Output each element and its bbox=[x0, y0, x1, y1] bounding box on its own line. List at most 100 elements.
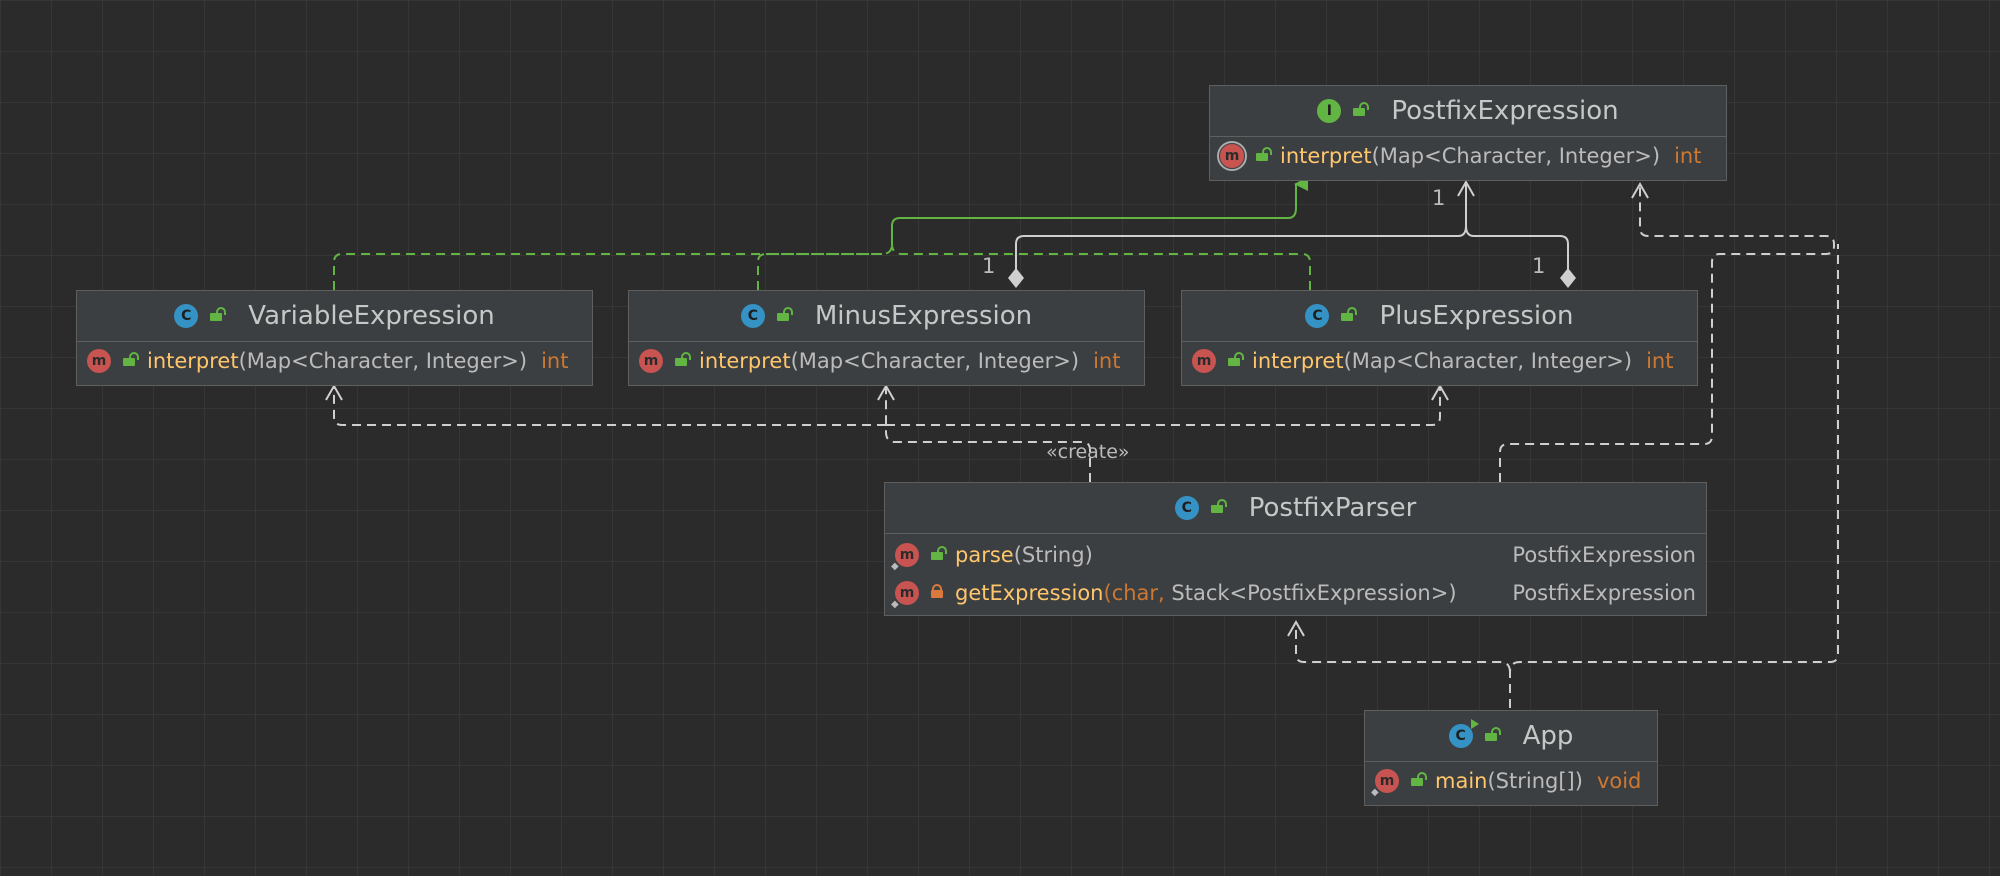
method-row[interactable]: m interpret (Map<Character, Integer>) in… bbox=[1182, 342, 1697, 380]
method-return: void bbox=[1596, 769, 1642, 793]
method-row[interactable]: m◆ parse (String) PostfixExpression bbox=[885, 536, 1706, 574]
method-name: interpret bbox=[699, 349, 791, 373]
method-name: main bbox=[1435, 769, 1488, 793]
edge-parser-interface bbox=[1499, 184, 1835, 482]
class-badge-letter: C bbox=[1455, 728, 1466, 744]
multiplicity-label-interface: 1 bbox=[1432, 186, 1446, 210]
method-return: int bbox=[1674, 144, 1702, 168]
edge-minus-composition bbox=[1015, 182, 1467, 272]
method-params: (String[]) bbox=[1487, 769, 1583, 793]
method-name: interpret bbox=[147, 349, 239, 373]
run-marker-icon bbox=[1470, 719, 1479, 729]
class-icon: C bbox=[174, 304, 199, 328]
static-method-icon: m◆ bbox=[891, 581, 919, 610]
minus-diamond bbox=[1008, 268, 1024, 288]
method-param-char: char, bbox=[1111, 581, 1165, 605]
plus-diamond bbox=[1560, 268, 1576, 288]
edge-create-plus bbox=[886, 388, 1441, 426]
edge-plus-composition bbox=[1465, 225, 1569, 272]
method-name: interpret bbox=[1280, 144, 1372, 168]
dependency-edges bbox=[333, 184, 1839, 708]
node-title: App bbox=[1522, 721, 1574, 751]
create-stereotype-label: «create» bbox=[1046, 441, 1130, 463]
method-params-open: ( bbox=[1103, 581, 1112, 605]
implements-edges bbox=[333, 243, 1311, 290]
node-header: C PostfixParser bbox=[885, 483, 1706, 534]
runnable-class-icon: C bbox=[1448, 719, 1479, 748]
node-title: PostfixExpression bbox=[1391, 96, 1619, 126]
method-icon: m bbox=[639, 349, 663, 373]
node-title: PlusExpression bbox=[1379, 301, 1574, 331]
multiplicity-label-plus: 1 bbox=[1532, 254, 1546, 278]
public-visibility-icon bbox=[1228, 352, 1244, 366]
method-row[interactable]: m◆ getExpression ( char, Stack<PostfixEx… bbox=[885, 574, 1706, 612]
method-return: int bbox=[1646, 349, 1674, 373]
public-visibility-icon bbox=[123, 352, 139, 366]
method-params: (String) bbox=[1013, 543, 1093, 567]
class-icon: C bbox=[1174, 496, 1199, 520]
class-icon: C bbox=[1305, 304, 1330, 328]
method-return: PostfixExpression bbox=[1512, 543, 1696, 567]
public-visibility-icon bbox=[1411, 772, 1427, 786]
node-title: MinusExpression bbox=[814, 301, 1033, 331]
node-header: C PlusExpression bbox=[1182, 291, 1697, 342]
arrow-interface-composition bbox=[1457, 179, 1475, 197]
method-params: Stack<PostfixExpression>) bbox=[1164, 581, 1457, 605]
edge-minus-implements bbox=[757, 253, 882, 290]
public-visibility-icon bbox=[1210, 499, 1227, 513]
static-marker-icon: ◆ bbox=[891, 561, 899, 572]
public-visibility-icon bbox=[1341, 307, 1358, 321]
node-plus-expression[interactable]: C PlusExpression m interpret (Map<Charac… bbox=[1181, 290, 1698, 386]
node-header: I PostfixExpression bbox=[1210, 86, 1726, 137]
method-badge-letter: m bbox=[899, 547, 915, 563]
method-row[interactable]: m interpret (Map<Character, Integer>) in… bbox=[77, 342, 592, 380]
public-visibility-icon bbox=[776, 307, 793, 321]
method-badge-letter: m bbox=[1379, 773, 1395, 789]
public-visibility-icon bbox=[931, 546, 947, 560]
method-row[interactable]: m interpret (Map<Character, Integer>) in… bbox=[629, 342, 1144, 380]
method-return: PostfixExpression bbox=[1512, 581, 1696, 605]
method-params: (Map<Character, Integer>) bbox=[1343, 349, 1633, 373]
edge-plus-implements bbox=[891, 243, 1311, 290]
public-visibility-icon bbox=[1353, 102, 1370, 116]
node-header: C VariableExpression bbox=[77, 291, 592, 342]
node-header: C MinusExpression bbox=[629, 291, 1144, 342]
method-params: (Map<Character, Integer>) bbox=[238, 349, 528, 373]
method-icon: m bbox=[87, 349, 111, 373]
node-minus-expression[interactable]: C MinusExpression m interpret (Map<Chara… bbox=[628, 290, 1145, 386]
edge-create-variable bbox=[333, 388, 886, 426]
public-visibility-icon bbox=[675, 352, 691, 366]
method-icon: m bbox=[1192, 349, 1216, 373]
edge-parser-create bbox=[885, 386, 1091, 482]
dependency-arrowheads bbox=[325, 181, 1649, 637]
edge-variable-implements bbox=[333, 243, 893, 290]
private-visibility-icon bbox=[931, 584, 943, 598]
node-title: PostfixParser bbox=[1248, 493, 1417, 523]
method-row[interactable]: m◆ main (String[]) void bbox=[1365, 762, 1657, 800]
node-postfix-expression[interactable]: I PostfixExpression m interpret (Map<Cha… bbox=[1209, 85, 1727, 181]
node-app[interactable]: C App m◆ main (String[]) void bbox=[1364, 710, 1658, 806]
method-row[interactable]: m interpret (Map<Character, Integer>) in… bbox=[1210, 137, 1726, 175]
method-return: int bbox=[1093, 349, 1121, 373]
method-params: (Map<Character, Integer>) bbox=[1371, 144, 1661, 168]
composition-diamonds bbox=[1008, 268, 1576, 288]
static-marker-icon: ◆ bbox=[891, 599, 899, 610]
node-title: VariableExpression bbox=[248, 301, 495, 331]
edge-implements-trunk bbox=[891, 177, 1308, 244]
method-name: interpret bbox=[1252, 349, 1344, 373]
static-method-icon: m◆ bbox=[891, 543, 919, 572]
interface-icon: I bbox=[1317, 99, 1342, 123]
method-name: parse bbox=[955, 543, 1014, 567]
public-visibility-icon bbox=[1256, 147, 1272, 161]
class-icon: C bbox=[740, 304, 765, 328]
method-badge-letter: m bbox=[899, 585, 915, 601]
method-return: int bbox=[541, 349, 569, 373]
composition-edges bbox=[1015, 179, 1569, 272]
node-header: C App bbox=[1365, 711, 1657, 762]
abstract-method-icon: m bbox=[1217, 141, 1247, 171]
multiplicity-label-minus: 1 bbox=[982, 254, 996, 278]
node-variable-expression[interactable]: C VariableExpression m interpret (Map<Ch… bbox=[76, 290, 593, 386]
node-postfix-parser[interactable]: C PostfixParser m◆ parse (String) Postfi… bbox=[884, 482, 1707, 616]
static-method-icon: m◆ bbox=[1371, 769, 1399, 798]
